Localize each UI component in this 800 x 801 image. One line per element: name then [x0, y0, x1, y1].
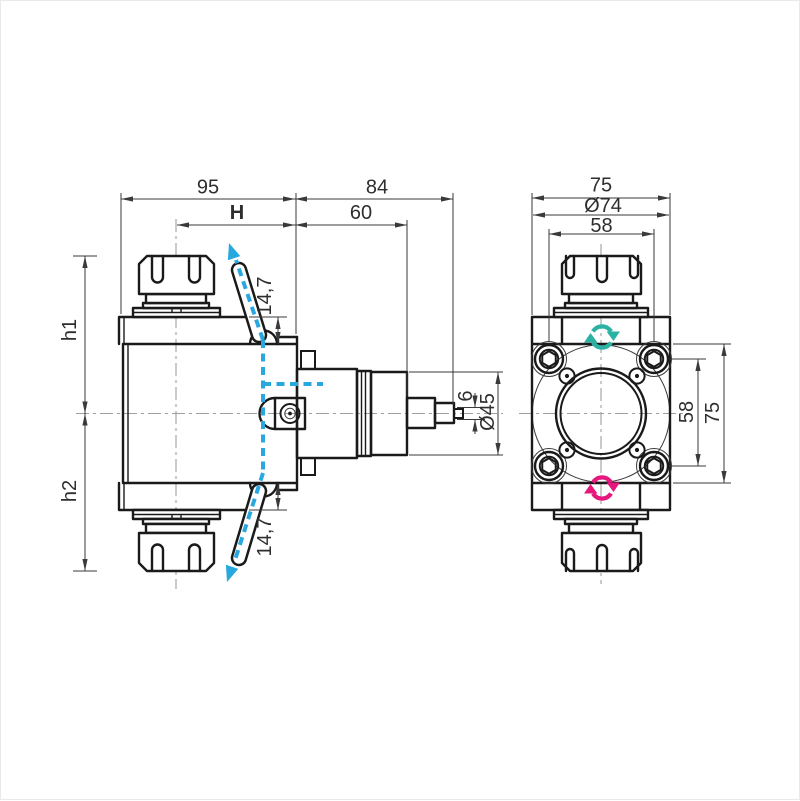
front-lower-collet-stack — [552, 508, 650, 573]
dim-upper-height-label: h1 — [59, 319, 81, 341]
clamp-detail — [258, 396, 307, 431]
dim-offset-h-label: H — [230, 202, 244, 224]
small-bolt-icon — [558, 441, 576, 459]
side-view — [117, 254, 464, 573]
hex-bolt-icon — [638, 450, 670, 482]
front-upper-collet-stack — [552, 254, 650, 319]
dim-shank-length-label: 84 — [366, 177, 388, 199]
dim-body-width-label: 75 — [590, 175, 612, 197]
dim-lower-height-label: h2 — [59, 480, 81, 502]
spindle-bore — [554, 367, 648, 460]
centerlines — [76, 219, 503, 589]
small-bolt-icon — [558, 367, 576, 385]
dim-total-width-label: 95 — [197, 177, 219, 199]
rotation-cw-icon — [584, 324, 620, 350]
dim-face-to-shoulder-label: 60 — [350, 202, 372, 224]
dim-lower-nozzle-label: 14,7 — [254, 518, 276, 557]
dim-spindle-diameter-label: Ø45 — [477, 393, 499, 431]
clamp-bolt-icon — [279, 403, 301, 424]
hex-bolt-icon — [533, 450, 565, 482]
lower-collet-stack — [131, 508, 222, 573]
flange-bolts — [558, 367, 646, 459]
front-view — [519, 244, 684, 584]
corner-bolts — [533, 343, 670, 482]
upper-collet-stack — [131, 254, 222, 319]
shaft-pin — [453, 408, 464, 419]
dim-pin-diameter-label: 6 — [455, 390, 477, 401]
body-outline-side — [121, 335, 299, 492]
dim-bolt-spacing-top-label: 58 — [590, 215, 612, 237]
dim-flange-diameter-label: Ø74 — [584, 195, 622, 217]
upper-er-nut — [137, 254, 216, 296]
rotation-ccw-icon — [584, 475, 620, 501]
coolant-flow-up-arrow-icon — [227, 243, 241, 261]
hex-bolt-icon — [533, 343, 565, 375]
coolant-flow-down-arrow-icon — [225, 564, 239, 582]
front-upper-er-nut — [560, 254, 643, 296]
dim-body-height-label: 75 — [702, 402, 724, 424]
small-bolt-icon — [628, 367, 646, 385]
hex-bolt-icon — [638, 343, 670, 375]
dim-bolt-spacing-side-label: 58 — [676, 401, 698, 423]
dimensions: 95 84 H 60 h1 h2 14,7 14,7 6 Ø45 75 Ø74 … — [59, 175, 731, 572]
front-lower-er-nut — [560, 531, 643, 573]
dim-upper-nozzle-label: 14,7 — [254, 277, 276, 316]
small-bolt-icon — [628, 441, 646, 459]
coolant-flow-path — [225, 243, 323, 582]
lower-er-nut — [137, 531, 216, 573]
